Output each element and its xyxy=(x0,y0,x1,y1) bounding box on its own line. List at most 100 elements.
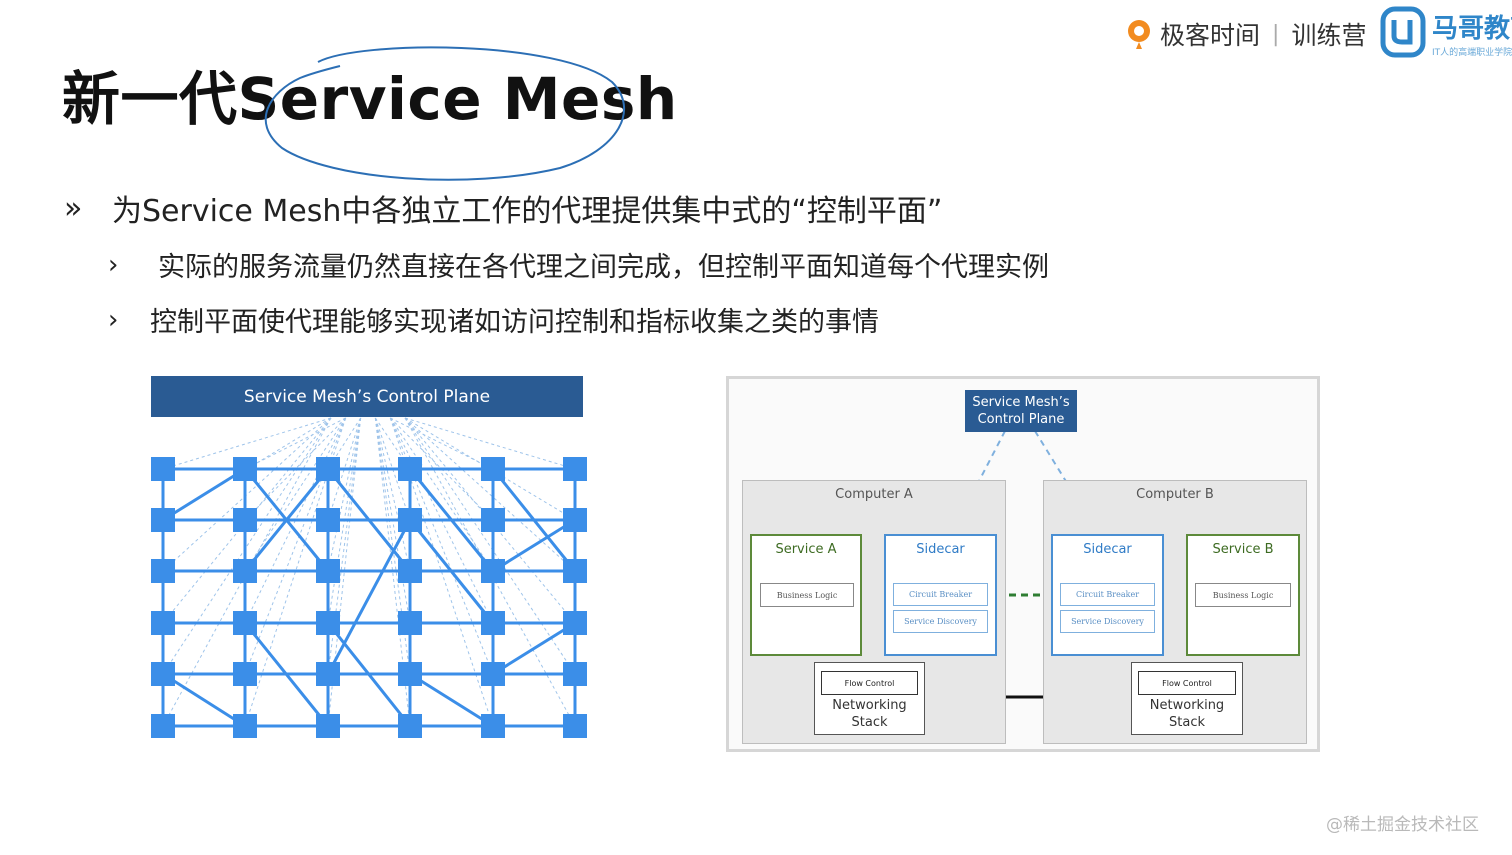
control-link xyxy=(389,417,494,675)
mesh-node xyxy=(233,508,257,532)
bullet-level1: » 为Service Mesh中各独立工作的代理提供集中式的“控制平面” xyxy=(64,186,942,230)
bullet-level2: › 控制平面使代理能够实现诸如访问控制和指标收集之类的事情 xyxy=(108,300,879,339)
control-link xyxy=(404,417,576,572)
mesh-node xyxy=(481,559,505,583)
mesh-edge xyxy=(408,519,495,624)
mesh-node xyxy=(151,662,175,686)
mesh-node xyxy=(481,714,505,738)
control-link xyxy=(374,417,411,470)
bullet-text: 为Service Mesh中各独立工作的代理提供集中式的“控制平面” xyxy=(112,194,943,229)
flow-control-box: Flow Control xyxy=(821,671,918,695)
bullet-text: 实际的服务流量仍然直接在各代理之间完成，但控制平面知道每个代理实例 xyxy=(158,252,1049,283)
mesh-node xyxy=(151,508,175,532)
business-logic-box: Business Logic xyxy=(1195,583,1291,607)
mesh-edge xyxy=(243,468,330,572)
control-link xyxy=(162,417,332,470)
mesh-node xyxy=(563,714,587,738)
mesh-node xyxy=(316,457,340,481)
control-link xyxy=(390,417,494,470)
mesh-edge xyxy=(326,622,412,727)
control-link xyxy=(389,417,494,572)
mesh-node xyxy=(398,559,422,583)
mesh-node xyxy=(563,662,587,686)
sidecar-a-label: Sidecar xyxy=(916,542,965,557)
mesh-node xyxy=(563,559,587,583)
service-b-label: Service B xyxy=(1212,542,1274,557)
mesh-node xyxy=(233,457,257,481)
networking-stack-label: Networking Stack xyxy=(832,698,907,730)
mesh-node xyxy=(481,662,505,686)
logo-divider: | xyxy=(1272,21,1280,47)
mesh-edge xyxy=(162,467,246,522)
geektime-logo-icon xyxy=(1128,20,1150,49)
magedu-brand: 马哥教育 xyxy=(1432,14,1512,44)
mesh-node xyxy=(316,611,340,635)
control-plane-banner: Service Mesh’s Control Plane xyxy=(151,376,583,417)
magedu-logo-icon xyxy=(1380,6,1426,58)
mesh-node xyxy=(316,508,340,532)
mesh-node xyxy=(563,611,587,635)
business-logic-box: Business Logic xyxy=(760,583,854,607)
bullet-marker: › xyxy=(108,304,119,335)
magedu-logo: 马哥教育 IT人的高端职业学院 xyxy=(1380,6,1512,60)
mesh-edge xyxy=(409,672,494,728)
networking-stack-a: Flow Control Networking Stack xyxy=(814,662,925,735)
mesh-node xyxy=(151,611,175,635)
mesh-node xyxy=(316,714,340,738)
mesh-node xyxy=(233,611,257,635)
circuit-breaker-box: Circuit Breaker xyxy=(1060,583,1155,606)
networking-stack-b: Flow Control Networking Stack xyxy=(1131,662,1243,735)
service-a-label: Service A xyxy=(775,542,837,557)
mesh-edge xyxy=(492,621,576,676)
service-discovery-box: Service Discovery xyxy=(1060,610,1155,633)
control-link xyxy=(327,417,362,675)
mesh-edge xyxy=(408,468,495,572)
mesh-node xyxy=(398,662,422,686)
bullet-marker: » xyxy=(64,190,83,226)
sidecar-architecture-diagram: Service Mesh’s Control Plane Computer A … xyxy=(726,376,1320,752)
mesh-nodes xyxy=(151,457,587,738)
flow-control-box: Flow Control xyxy=(1138,671,1236,695)
sidecar-a-box: Sidecar Circuit Breaker Service Discover… xyxy=(884,534,997,656)
computer-b-label: Computer B xyxy=(1136,487,1214,502)
geektime-logo: 极客时间 | 训练营 xyxy=(1124,16,1366,52)
sidecar-b-box: Sidecar Circuit Breaker Service Discover… xyxy=(1051,534,1164,656)
mesh-node xyxy=(151,714,175,738)
control-link xyxy=(244,417,346,470)
control-link xyxy=(374,417,411,675)
sidecar-b-label: Sidecar xyxy=(1083,542,1132,557)
mesh-node xyxy=(151,559,175,583)
magedu-tagline: IT人的高端职业学院 xyxy=(1432,48,1512,58)
watermark: @稀土掘金技术社区 xyxy=(1326,815,1479,835)
mesh-node xyxy=(563,508,587,532)
hand-drawn-ellipse-annotation xyxy=(264,46,626,181)
mesh-node xyxy=(398,714,422,738)
bullet-text: 控制平面使代理能够实现诸如访问控制和指标收集之类的事情 xyxy=(150,307,879,338)
mesh-edge xyxy=(326,468,412,572)
mesh-node xyxy=(233,714,257,738)
mesh-node xyxy=(481,611,505,635)
mesh-node xyxy=(316,559,340,583)
mesh-edge xyxy=(243,622,330,727)
mesh-node xyxy=(233,662,257,686)
mesh-edge xyxy=(492,518,576,573)
mesh-edge xyxy=(491,468,577,572)
control-link xyxy=(244,417,347,572)
mesh-edges xyxy=(161,467,577,728)
mesh-node xyxy=(563,457,587,481)
service-a-box: Service A Business Logic xyxy=(750,534,862,656)
control-link xyxy=(244,417,347,675)
training-camp-label: 训练营 xyxy=(1291,21,1367,50)
geektime-brand: 极客时间 xyxy=(1160,21,1261,50)
bullet-marker: › xyxy=(108,249,119,280)
control-link xyxy=(162,417,332,572)
bullet-level2: › 实际的服务流量仍然直接在各代理之间完成，但控制平面知道每个代理实例 xyxy=(108,245,1049,284)
control-link xyxy=(374,417,411,572)
service-b-box: Service B Business Logic xyxy=(1186,534,1300,656)
mesh-node xyxy=(233,559,257,583)
mesh-node xyxy=(316,662,340,686)
mesh-node xyxy=(481,508,505,532)
computer-a-label: Computer A xyxy=(835,487,913,502)
mesh-node xyxy=(398,508,422,532)
mesh-node xyxy=(151,457,175,481)
